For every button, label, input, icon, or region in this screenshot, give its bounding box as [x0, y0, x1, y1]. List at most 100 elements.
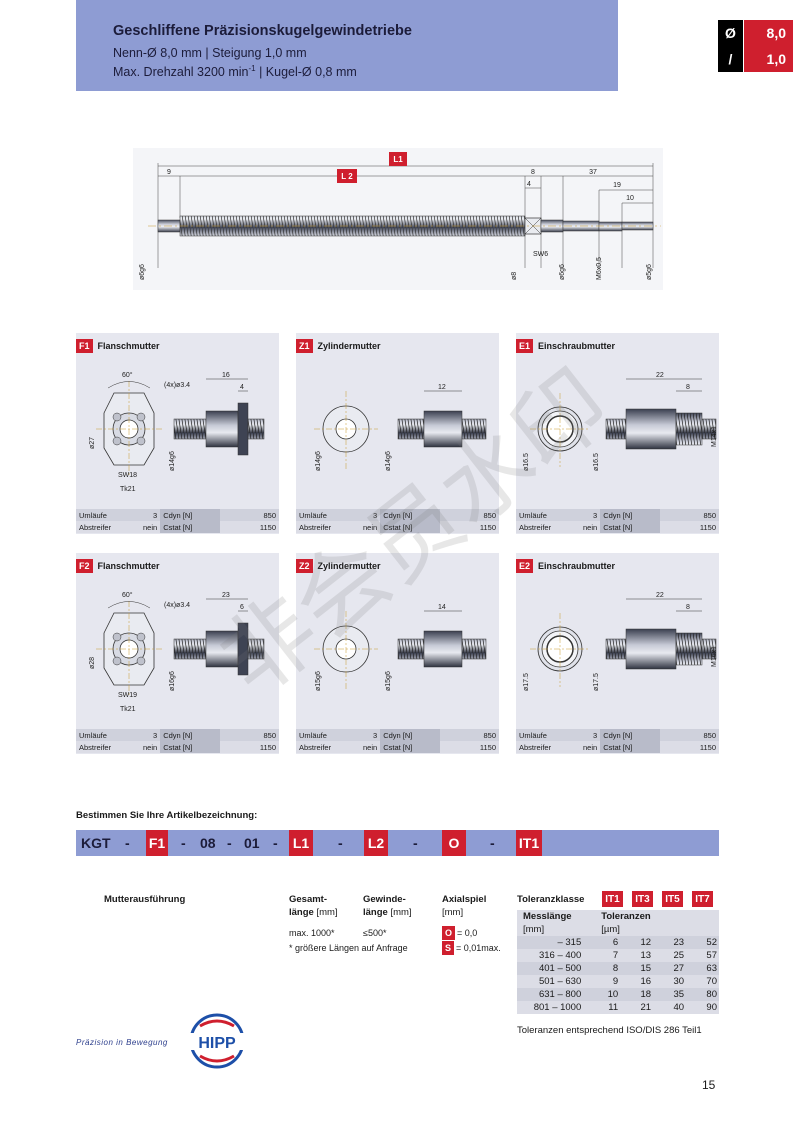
- label-mutterausfuehrung: Mutterausführung: [104, 894, 186, 905]
- dim-label: 4: [240, 384, 244, 391]
- value-abstreifer: nein: [580, 521, 601, 533]
- value-cstat: 1150: [660, 521, 719, 533]
- value-cstat: 1150: [440, 741, 499, 753]
- label-umlaeufe: Umläufe: [516, 729, 580, 741]
- dim-label: ø16.5: [593, 453, 600, 471]
- label-cdyn: Cdyn [N]: [380, 729, 441, 741]
- code-l2: L2: [364, 830, 388, 856]
- slogan: Präzision in Bewegung: [76, 1038, 168, 1047]
- dim-label: ø27: [89, 437, 96, 449]
- label-cstat: Cstat [N]: [600, 741, 661, 753]
- value-cdyn: 850: [660, 509, 719, 521]
- tolerance-cell: 52: [686, 936, 719, 949]
- panel-specs: Umläufe 3 Cdyn [N] 850 Abstreifer nein C…: [516, 729, 719, 753]
- dim-37: 37: [589, 169, 597, 176]
- tolerance-cell: 11: [587, 1001, 621, 1014]
- dim-19: 19: [613, 182, 621, 189]
- pitch-icon: /: [718, 46, 744, 72]
- tolerance-cell: 35: [653, 988, 687, 1001]
- value-umlaeufe: 3: [360, 509, 381, 521]
- dim-label: ø14g6: [385, 451, 392, 471]
- dim-label: M16x1: [711, 646, 718, 667]
- dim-label: ø14g6: [315, 451, 322, 471]
- panel-specs: Umläufe 3 Cdyn [N] 850 Abstreifer nein C…: [516, 509, 719, 533]
- tolerance-cell: 57: [686, 949, 719, 962]
- panel-tag: Z2: [296, 559, 313, 573]
- dim-label: 14: [438, 604, 446, 611]
- panel-name: Einschraubmutter: [538, 341, 616, 351]
- tolerance-cell: 12: [620, 936, 654, 949]
- range-cell: 631 – 800: [517, 988, 588, 1001]
- tolerance-cell: 40: [653, 1001, 687, 1014]
- dim-9: 9: [167, 169, 171, 176]
- panel-specs: Umläufe 3 Cdyn [N] 850 Abstreifer nein C…: [76, 729, 279, 753]
- dim-label: 8: [686, 384, 690, 391]
- diameter-icon: Ø: [718, 20, 744, 46]
- pitch-value: 1,0: [744, 46, 793, 72]
- label-abstreifer: Abstreifer: [516, 741, 580, 753]
- tolerance-cell: 8: [587, 962, 621, 975]
- dim-label: (4x)ø3.4: [164, 602, 190, 609]
- tolerance-cell: 13: [620, 949, 654, 962]
- dim-label: ø28: [89, 657, 96, 669]
- label-abstreifer: Abstreifer: [296, 741, 360, 753]
- dim-label: (4x)ø3.4: [164, 382, 190, 389]
- it-badge: IT1: [602, 891, 623, 907]
- tolerance-cell: 27: [653, 962, 687, 975]
- dim-label: 22: [656, 592, 664, 599]
- dim-label: ø15g6: [385, 671, 392, 691]
- tolerance-cell: 15: [620, 962, 654, 975]
- tolerance-cell: 63: [686, 962, 719, 975]
- subtitle-line1: Nenn-Ø 8,0 mm | Steigung 1,0 mm: [113, 46, 307, 60]
- label-cstat: Cstat [N]: [600, 521, 661, 533]
- dim-label: SW19: [118, 692, 137, 699]
- value-umlaeufe: 3: [580, 729, 601, 741]
- panel-specs: Umläufe 3 Cdyn [N] 850 Abstreifer nein C…: [76, 509, 279, 533]
- gesamt-note: * größere Längen auf Anfrage: [289, 943, 408, 953]
- tolerance-cell: 9: [587, 975, 621, 988]
- panel-specs: Umläufe 3 Cdyn [N] 850 Abstreifer nein C…: [296, 729, 499, 753]
- label-axialspiel: Axialspiel [mm]: [442, 894, 487, 918]
- label-umlaeufe: Umläufe: [76, 729, 140, 741]
- label-umlaeufe: Umläufe: [516, 509, 580, 521]
- dim-8: 8: [531, 169, 535, 176]
- it-badge: IT3: [632, 891, 653, 907]
- dim-label: 60°: [122, 591, 133, 599]
- col-messlaenge-unit: [mm]: [517, 923, 588, 936]
- value-abstreifer: nein: [580, 741, 601, 753]
- label-gewindelaenge: Gewinde- länge [mm]: [363, 894, 412, 918]
- dim-label: 12: [438, 384, 446, 391]
- range-cell: 801 – 1000: [517, 1001, 588, 1014]
- label-cdyn: Cdyn [N]: [380, 509, 441, 521]
- value-cdyn: 850: [440, 509, 499, 521]
- panel-name: Zylindermutter: [317, 341, 381, 351]
- value-cstat: 1150: [220, 521, 279, 533]
- label-cdyn: Cdyn [N]: [600, 509, 661, 521]
- label-umlaeufe: Umläufe: [296, 509, 360, 521]
- dim-label: 22: [656, 372, 664, 379]
- panel-title: E1 Einschraubmutter: [516, 339, 615, 353]
- dim-label: ø17.5: [523, 673, 530, 691]
- value-cdyn: 850: [660, 729, 719, 741]
- dim-label: 6: [240, 604, 244, 611]
- dim-label: 23: [222, 592, 230, 599]
- label-abstreifer: Abstreifer: [516, 521, 580, 533]
- axial-s: S= 0,01max.: [442, 941, 501, 955]
- panel-name: Zylindermutter: [317, 561, 381, 571]
- label-toleranzklasse: Toleranzklasse: [517, 894, 585, 905]
- code-dash: -: [490, 835, 495, 851]
- dim-m6: M6x0,5: [596, 257, 603, 280]
- label-gesamtlaenge: Gesamt- länge [mm]: [289, 894, 338, 918]
- it-badge: IT7: [692, 891, 713, 907]
